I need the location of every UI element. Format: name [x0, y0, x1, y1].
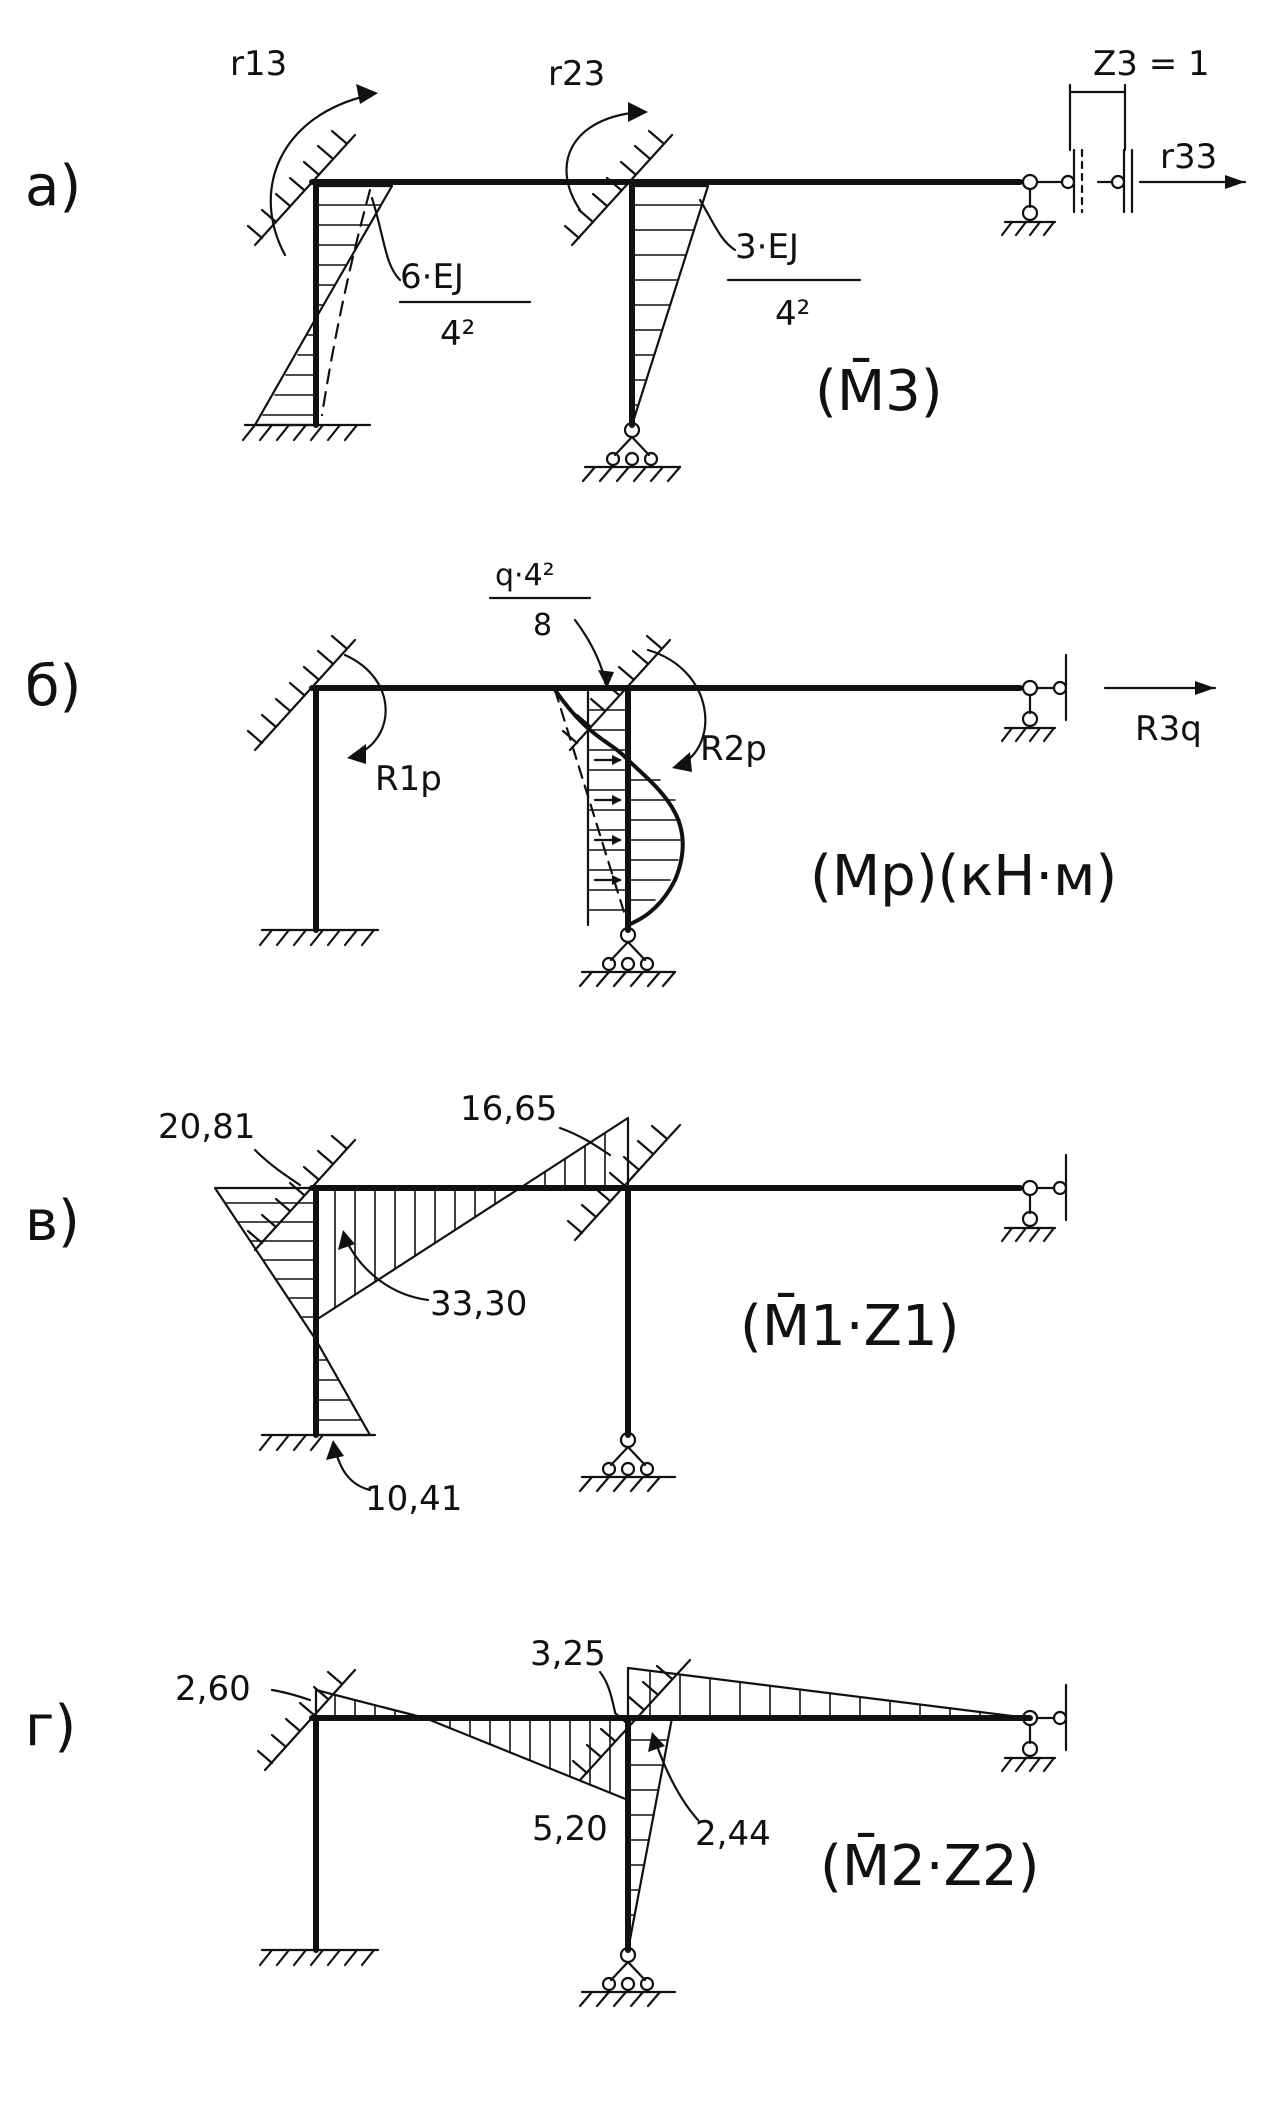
- panel-b-r1p-arrow: [343, 653, 387, 757]
- panel-a-coef2-denominator: 4²: [775, 294, 810, 334]
- panel-a-r13-arrowhead: [356, 84, 378, 104]
- panel-a-left-column-moment-top: [314, 184, 394, 320]
- panel-a-letter: а): [25, 154, 81, 219]
- panel-g-right-roller-support: [1000, 1683, 1068, 1773]
- panel-g-left-span-hatching: [334, 1694, 611, 1793]
- panel-a-r23-arrowhead: [628, 102, 648, 122]
- panel-g-left-span-moment-upper: [314, 1688, 427, 1720]
- panel-v-letter: в): [25, 1189, 80, 1254]
- panel-g-middle-joint-clamp: [578, 1658, 692, 1782]
- panel-g-middle-column-hatching: [627, 1739, 669, 1916]
- panel-v-middle-pin-support: [578, 1431, 677, 1493]
- panel-v-left-moment-hatching: [224, 1202, 362, 1421]
- panel-v-leader-33-30-arrowhead: [338, 1230, 355, 1250]
- panel-a-slider-displaced: [1036, 148, 1134, 214]
- panel-v-beam-moment-lower: [314, 1186, 522, 1322]
- panel-a-middle-pin-support: [581, 421, 682, 483]
- panel-a-coef1-numerator: 6·EJ: [400, 257, 464, 297]
- panel-v-middle-clamp-hatching: [566, 1124, 668, 1235]
- panel-v-leader-16-65: [558, 1126, 612, 1157]
- panel-a-coef1-denominator: 4²: [440, 314, 475, 354]
- panel-b-load-denominator: 8: [533, 608, 552, 643]
- panel-g-value-2-60: 2,60: [175, 1669, 251, 1709]
- panel-b-left-clamp-hatching: [246, 634, 348, 745]
- panel-b-r2p-arrow: [646, 648, 707, 767]
- panel-v-beam-moment-hatching: [334, 1132, 606, 1309]
- panel-g-leader-2-44-arrowhead: [648, 1732, 665, 1752]
- panel-a-r33-arrowhead: [1225, 175, 1245, 189]
- panel-g-middle-pin-support: [578, 1946, 677, 2008]
- panel-g-value-5-20: 5,20: [532, 1809, 608, 1849]
- panel-b-r1p-label: R1p: [375, 759, 442, 799]
- panel-v-leader-10-41-arrowhead: [326, 1440, 344, 1460]
- panel-a-diagram-name: (M̄3): [815, 359, 943, 424]
- panel-g-diagram-name: (M̄2·Z2): [820, 1834, 1039, 1899]
- panel-a-coef1-leader: [370, 196, 402, 282]
- panel-v-leader-33-30: [343, 1236, 430, 1302]
- panel-g-right-span-hatching: [649, 1670, 981, 1719]
- panel-b-r2p-label: R2p: [700, 729, 767, 769]
- panel-a-middle-clamp-hatching: [563, 129, 665, 240]
- panel-v-leader-20-81: [253, 1148, 302, 1187]
- panel-g-left-support-hatching: [258, 1948, 376, 1967]
- panel-v-value-33-30: 33,30: [430, 1284, 527, 1324]
- panel-g-left-span-moment-lower: [423, 1716, 630, 1802]
- panel-v-value-10-41: 10,41: [365, 1479, 462, 1519]
- panel-g-leader-2-60: [270, 1688, 312, 1702]
- panel-g-value-2-44: 2,44: [695, 1814, 771, 1854]
- panel-g-letter: г): [25, 1694, 76, 1759]
- panel-g: г): [25, 1634, 1068, 2008]
- panel-b-load-hatching: [587, 709, 683, 911]
- panel-a-r23-arrow: [565, 110, 642, 212]
- panel-a-coef2-leader: [698, 198, 737, 252]
- panel-g-left-joint-clamp: [263, 1668, 357, 1772]
- panel-a-coef2-numerator: 3·EJ: [735, 227, 799, 267]
- panel-b: б): [25, 558, 1217, 988]
- panel-b-right-roller-support: [1000, 653, 1068, 743]
- panel-g-leader-3-25: [598, 1670, 617, 1714]
- panel-a-z3-label: Z3 = 1: [1093, 44, 1210, 84]
- panel-g-value-3-25: 3,25: [530, 1634, 606, 1674]
- panel-a: а): [25, 44, 1247, 483]
- panel-a-left-dashed-curve: [320, 188, 372, 417]
- panel-b-middle-clamp-hatching: [561, 634, 663, 745]
- panel-b-letter: б): [25, 654, 81, 719]
- panel-b-r3q-arrowhead: [1195, 681, 1215, 695]
- panel-b-middle-pin-support: [578, 926, 677, 988]
- panel-a-r13-label: r13: [230, 44, 287, 84]
- panel-v-diagram-name: (M̄1·Z1): [740, 1294, 959, 1359]
- panel-v: в): [25, 1089, 1068, 1519]
- panel-b-load-numerator: q·4²: [495, 558, 555, 593]
- panel-a-left-column-moment-bottom: [253, 316, 318, 427]
- panel-b-left-support-hatching: [258, 928, 376, 947]
- panel-v-right-roller-support: [1000, 1153, 1068, 1243]
- panel-a-r23-label: r23: [548, 54, 605, 94]
- panel-b-load-leader-arrowhead: [598, 670, 614, 688]
- panel-b-dashed-line: [553, 688, 630, 927]
- panel-a-left-clamp-hatching: [246, 129, 348, 240]
- panel-a-r33-label: r33: [1160, 137, 1217, 177]
- panel-b-r2p-arrowhead: [672, 752, 692, 772]
- panel-b-r1p-arrowhead: [347, 744, 366, 764]
- panel-g-leader-2-44: [653, 1738, 700, 1822]
- panel-v-value-16-65: 16,65: [460, 1089, 557, 1129]
- panel-v-beam-moment-upper: [518, 1116, 630, 1190]
- panel-v-value-20-81: 20,81: [158, 1107, 255, 1147]
- panel-g-right-span-moment: [626, 1666, 1030, 1720]
- panel-b-diagram-name: (Mp)(кН·м): [810, 844, 1117, 909]
- panel-a-left-support-hatching: [241, 423, 359, 442]
- panel-b-load-arrows: [593, 755, 622, 885]
- panel-a-middle-moment-hatching: [631, 204, 703, 406]
- panel-v-left-support-hatching: [258, 1433, 325, 1452]
- panel-b-r3q-label: R3q: [1135, 709, 1202, 749]
- panel-g-middle-column-moment: [626, 1716, 674, 1952]
- panel-a-r13-arrow: [269, 93, 372, 257]
